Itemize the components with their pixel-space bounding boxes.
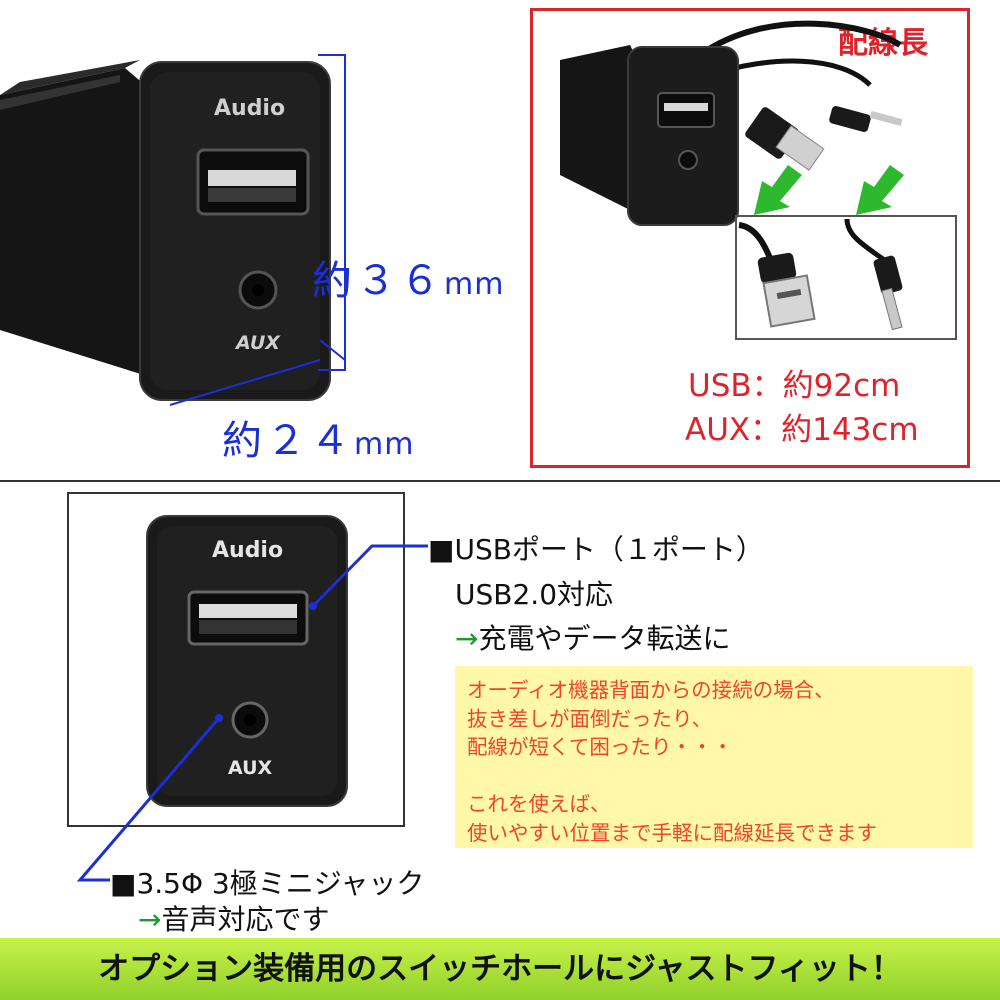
- usb-feature-spec: USB2.0対応: [455, 578, 614, 611]
- note-line: [467, 762, 961, 791]
- aux-jack-icon: [231, 701, 269, 739]
- usb-cable-length: USB：約92cm: [688, 368, 901, 404]
- height-dimension-value: 約３６: [312, 258, 444, 304]
- aux-jack-icon: [238, 270, 278, 310]
- width-dimension-unit: mm: [354, 427, 415, 462]
- section-divider: [0, 480, 1000, 482]
- aux-benefit-arrow: →: [138, 903, 162, 936]
- device-side-view-illustration: [0, 54, 346, 406]
- usb-port-icon: [196, 148, 310, 216]
- aux-feature-title: ■3.5Φ 3極ミニジャック: [110, 867, 425, 900]
- height-dimension-unit: mm: [444, 267, 505, 302]
- device-audio-label: Audio: [214, 96, 286, 121]
- usage-note-box: オーディオ機器背面からの接続の場合、 抜き差しが面倒だったり、 配線が短くて困っ…: [455, 666, 973, 848]
- usb-benefit-text: 充電やデータ転送に: [478, 622, 731, 655]
- fit-banner-text: オプション装備用のスイッチホールにジャストフィット！: [98, 951, 902, 987]
- usb-plug-icon: [745, 107, 825, 171]
- height-dimension-label: 約３６mm: [312, 248, 504, 306]
- fit-banner: オプション装備用のスイッチホールにジャストフィット！: [0, 938, 1000, 1000]
- usb-port-icon: [187, 590, 309, 646]
- note-line: オーディオ機器背面からの接続の場合、: [467, 678, 835, 702]
- width-dimension-value: 約２４: [222, 418, 354, 464]
- plug-closeup-frame: [735, 215, 957, 340]
- note-line: 使いやすい位置まで手軽に配線延長できます: [467, 820, 877, 845]
- usb-feature-title: ■USBポート（１ポート）: [428, 533, 764, 566]
- device-with-cable-illustration: [560, 20, 904, 226]
- note-line: これを使えば、: [467, 792, 611, 816]
- cable-length-title: 配線長: [838, 26, 928, 61]
- plug-closeup-illustration: [738, 218, 903, 331]
- audio-plug-icon: [829, 106, 903, 132]
- usb-benefit-arrow: →: [455, 622, 479, 655]
- down-arrow-icon: [754, 165, 904, 215]
- front-audio-label: Audio: [212, 538, 284, 563]
- device-dimension-photo: Audio AUX 約３６mm 約２４mm: [0, 0, 520, 478]
- note-line: 抜き差しが面倒だったり、: [467, 706, 713, 731]
- front-aux-label: AUX: [228, 757, 273, 779]
- width-dimension-label: 約２４mm: [222, 408, 414, 466]
- device-aux-label: AUX: [236, 332, 280, 354]
- note-line: 配線が短くて困ったり・・・: [467, 735, 733, 759]
- aux-benefit-text: 音声対応です: [161, 903, 330, 936]
- aux-feature-benefit: →音声対応です: [138, 898, 329, 938]
- usb-feature-benefit: →充電やデータ転送に: [455, 617, 730, 657]
- aux-cable-length: AUX：約143cm: [685, 412, 919, 448]
- cable-length-panel: [530, 8, 970, 468]
